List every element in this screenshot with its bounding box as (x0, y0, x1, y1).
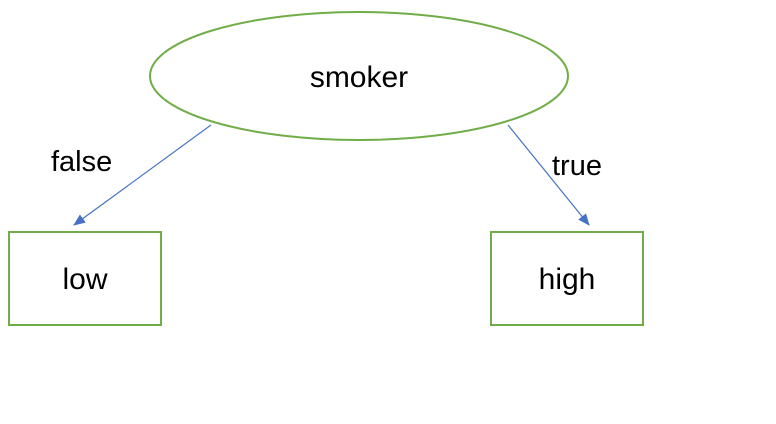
left-leaf-node: low (8, 231, 162, 326)
edge-true-arrow (507, 124, 590, 226)
right-leaf-label: high (539, 263, 596, 296)
left-leaf-label: low (62, 263, 107, 296)
right-leaf-node: high (490, 231, 644, 326)
root-node-ellipse (149, 11, 569, 141)
right-leaf-box (490, 231, 644, 326)
edge-true: true (507, 124, 602, 226)
root-node-label: smoker (310, 61, 408, 94)
left-leaf-box (8, 231, 162, 326)
edge-true-label: true (552, 150, 602, 182)
edge-false-arrow (73, 124, 212, 226)
edge-false-label: false (51, 146, 112, 178)
root-node: smoker (149, 11, 569, 141)
edge-false: false (51, 124, 212, 226)
